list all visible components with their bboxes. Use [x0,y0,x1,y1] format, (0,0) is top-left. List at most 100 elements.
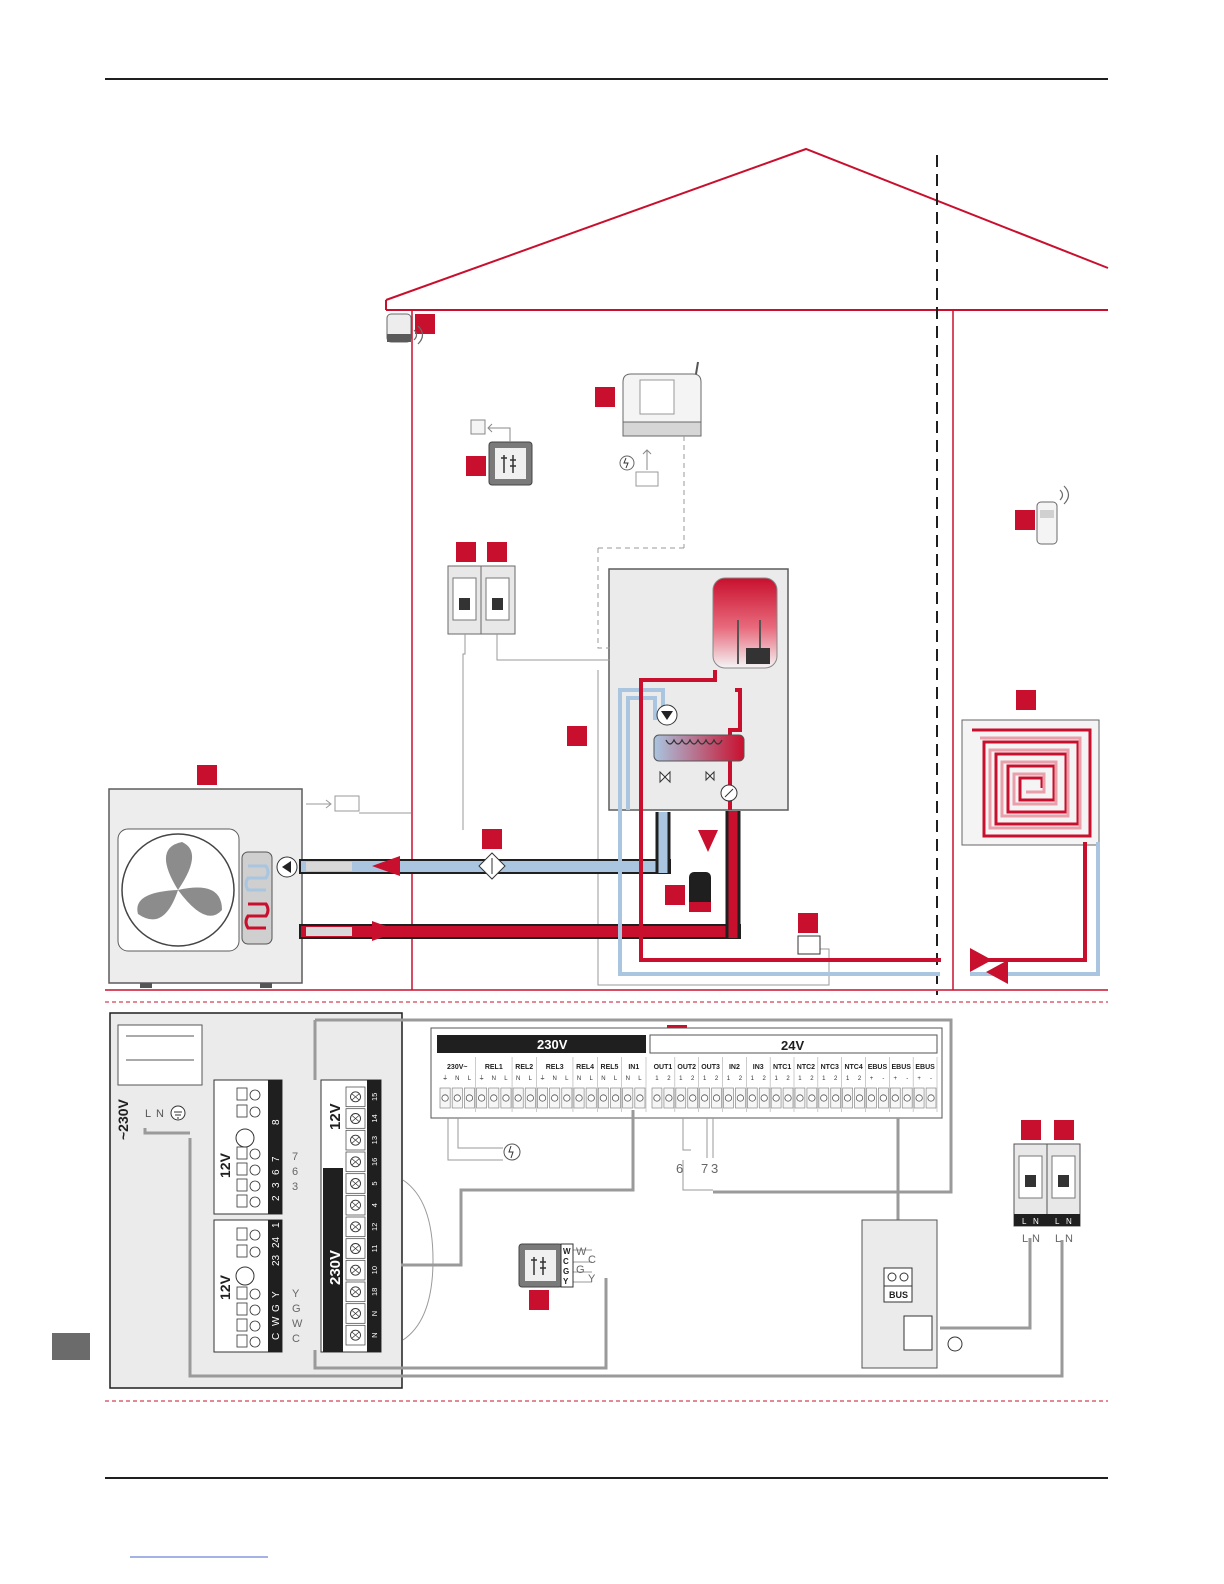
board-pin-label: - [882,1076,884,1082]
terminal-slot [236,1318,248,1332]
terminal-screw [724,1094,733,1102]
board-230v-label: 230V [537,1037,568,1052]
ground-icon [947,1336,963,1352]
screw-cross [351,1310,360,1317]
terminal-screw [867,1094,876,1102]
room-thermostat-icon [797,935,821,955]
terminal-screw [465,1094,474,1102]
terminal-screw [784,1094,792,1102]
terminal-screw [575,1094,583,1102]
diverter-valve-icon [659,770,671,784]
board-group-label: OUT3 [701,1064,720,1071]
terminal-screw [249,1229,261,1241]
terminal-screw [441,1094,449,1102]
block-b-number: 23 [271,1254,282,1266]
board-pin-label: 2 [667,1076,671,1082]
breaker-wire-l: L [1022,1233,1028,1245]
block-b-letter: G [271,1304,282,1312]
terminal-slot [236,1334,248,1348]
terminal-screw [249,1336,261,1348]
block-c-number: 4 [370,1203,379,1207]
board-pin-label: N [516,1076,520,1082]
terminal-slot [236,1162,248,1176]
block-b-number: 24 [271,1236,282,1248]
thermostat-wire-label: W [576,1246,587,1258]
terminal-screw [736,1094,744,1102]
terminal-slot [236,1302,248,1316]
board-pin-label: - [906,1076,908,1082]
block-c-number: 18 [370,1288,379,1296]
terminal-screw [677,1094,685,1102]
board-pin-label: N [577,1076,581,1082]
thermostat-unit: W C G Y W C G Y [518,1243,596,1288]
board-pin-label: 1 [798,1076,802,1082]
plate-heat-exchanger [653,734,745,762]
terminal-slot [236,1146,248,1160]
board-group-label: NTC4 [844,1064,862,1071]
board-group-label: REL4 [576,1064,594,1071]
terminal-screw [903,1094,911,1102]
board-pin-label: N [553,1076,557,1082]
terminal-screw [249,1148,261,1160]
terminal-slot [236,1087,248,1101]
board-group-label: 230V~ [447,1064,467,1071]
board-pin-label: 2 [858,1076,862,1082]
breaker-n-label: N [1066,1217,1072,1226]
callout-marker [798,913,818,933]
thermostat-wire-label: G [576,1264,585,1276]
terminal-screw [891,1094,899,1102]
supply-230-label: ~230V [115,1098,131,1140]
voltage-230v-vertical-label: 230V [327,1250,344,1285]
screw-cross [351,1201,360,1209]
bus-label: BUS [889,1290,908,1300]
screw-cross [351,1288,360,1296]
wire-label: 7 [292,1151,298,1163]
board-pin-label: N [492,1076,496,1082]
terminal-slot [236,1104,248,1118]
board-pin-label: - [930,1076,932,1082]
callout-marker [415,314,435,334]
block-a-top-number: 8 [271,1119,282,1125]
internet-gateway [619,361,702,548]
wire-label: C [292,1333,300,1345]
flow-arrow-right-icon [372,921,400,941]
board-pin-label: 2 [715,1076,719,1082]
electric-heater [746,648,770,664]
terminal-screw [514,1094,522,1102]
block-c-number: 14 [370,1114,379,1122]
terminal-slot [236,1286,248,1300]
terminal-screw [599,1094,607,1102]
board-pin-label: 1 [751,1076,755,1082]
board-pin-label: L [565,1076,569,1082]
block-c-number: N [370,1332,379,1337]
terminal-screw [249,1180,261,1192]
wireless-icon [413,325,424,345]
terminal-screw [689,1094,697,1102]
antenna-icon [695,361,699,375]
terminal-screw [249,1089,261,1101]
breaker-wire-n: N [1065,1233,1073,1245]
block-b-letter: C [271,1333,282,1340]
wire-label: W [292,1318,303,1330]
terminal-screw [490,1094,498,1102]
terminal-screw [563,1094,571,1102]
board-pin-label: 2 [691,1076,695,1082]
safety-valve-icon [705,770,715,782]
block-c-number: 5 [370,1181,379,1185]
terminal-screw [636,1094,644,1102]
block-c-number: 11 [370,1245,379,1253]
board-pin-label: 1 [846,1076,850,1082]
voltage-12v-label-b: 12V [217,1274,233,1300]
bus-module: BUS [861,1219,963,1369]
wall-thermostat [470,419,533,486]
board-pin-label: 1 [727,1076,731,1082]
out-wire-number: 3 [711,1161,718,1176]
room-sensor [386,313,424,345]
board-pin-label: N [455,1076,459,1082]
terminal-slot [236,1227,248,1241]
terminal-screw [855,1094,864,1102]
terminal-screw [538,1094,547,1102]
board-pin-label: 1 [679,1076,683,1082]
